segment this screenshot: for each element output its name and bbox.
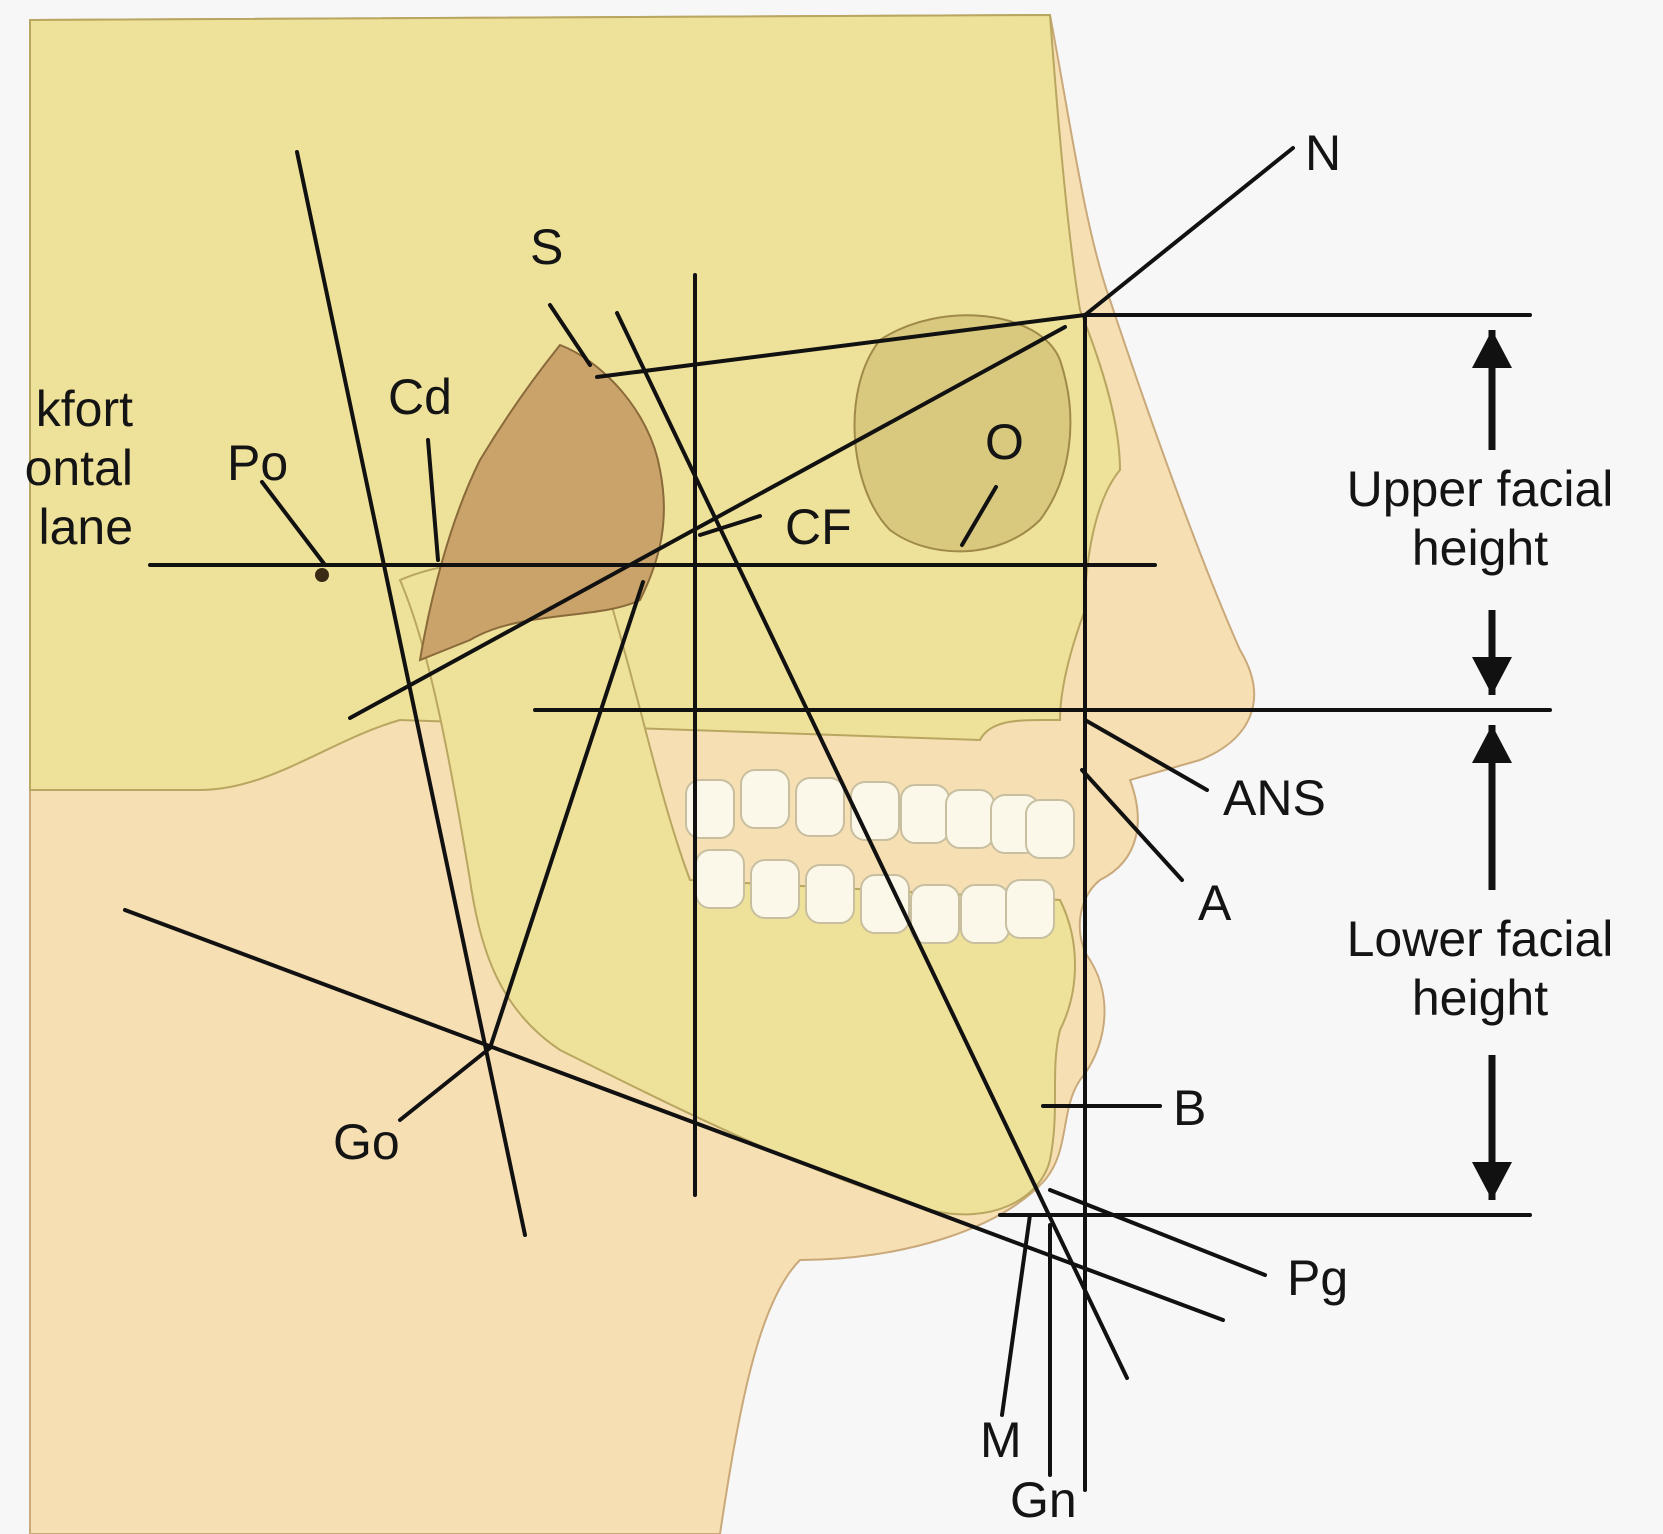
tooth: [1026, 800, 1074, 858]
porion-dot: [315, 568, 329, 582]
label-S: S: [530, 222, 563, 272]
menton-pointer: [1002, 1215, 1030, 1415]
label-M: M: [980, 1415, 1022, 1465]
label-CF: CF: [785, 502, 852, 552]
frankfort-line-1: kfort: [0, 380, 133, 439]
lower-arrow-up-head: [1472, 725, 1512, 763]
tooth: [946, 790, 994, 848]
label-Gn: Gn: [1010, 1475, 1077, 1525]
label-A: A: [1198, 878, 1231, 928]
lower-facial-line-2: height: [1305, 969, 1655, 1028]
tooth: [741, 770, 789, 828]
label-Cd: Cd: [388, 372, 452, 422]
frankfort-line-2: ontal: [0, 439, 133, 498]
upper-arrow-down-head: [1472, 657, 1512, 695]
label-B: B: [1173, 1083, 1206, 1133]
upper-facial-line-2: height: [1305, 519, 1655, 578]
label-Go: Go: [333, 1117, 400, 1167]
nasion-extension-line: [1085, 148, 1293, 315]
lower-arrow-down-head: [1472, 1162, 1512, 1200]
label-O: O: [985, 417, 1024, 467]
pogonion-pointer: [1050, 1190, 1265, 1275]
label-upper-facial-height: Upper facial height: [1305, 460, 1655, 578]
label-Po: Po: [227, 438, 288, 488]
tooth: [901, 785, 949, 843]
upper-arrow-up-head: [1472, 330, 1512, 368]
tooth: [696, 850, 744, 908]
tooth: [911, 885, 959, 943]
label-N: N: [1305, 128, 1341, 178]
upper-facial-line-1: Upper facial: [1305, 460, 1655, 519]
tooth: [1006, 880, 1054, 938]
orbit-cavity: [855, 315, 1071, 551]
label-Pg: Pg: [1287, 1253, 1348, 1303]
label-frankfort-plane: kfort ontal lane: [0, 380, 133, 557]
tooth: [796, 778, 844, 836]
frankfort-line-3: lane: [0, 498, 133, 557]
tooth: [961, 885, 1009, 943]
tooth: [751, 860, 799, 918]
lower-facial-line-1: Lower facial: [1305, 910, 1655, 969]
label-lower-facial-height: Lower facial height: [1305, 910, 1655, 1028]
tooth: [851, 782, 899, 840]
tooth: [806, 865, 854, 923]
label-ANS: ANS: [1223, 773, 1326, 823]
